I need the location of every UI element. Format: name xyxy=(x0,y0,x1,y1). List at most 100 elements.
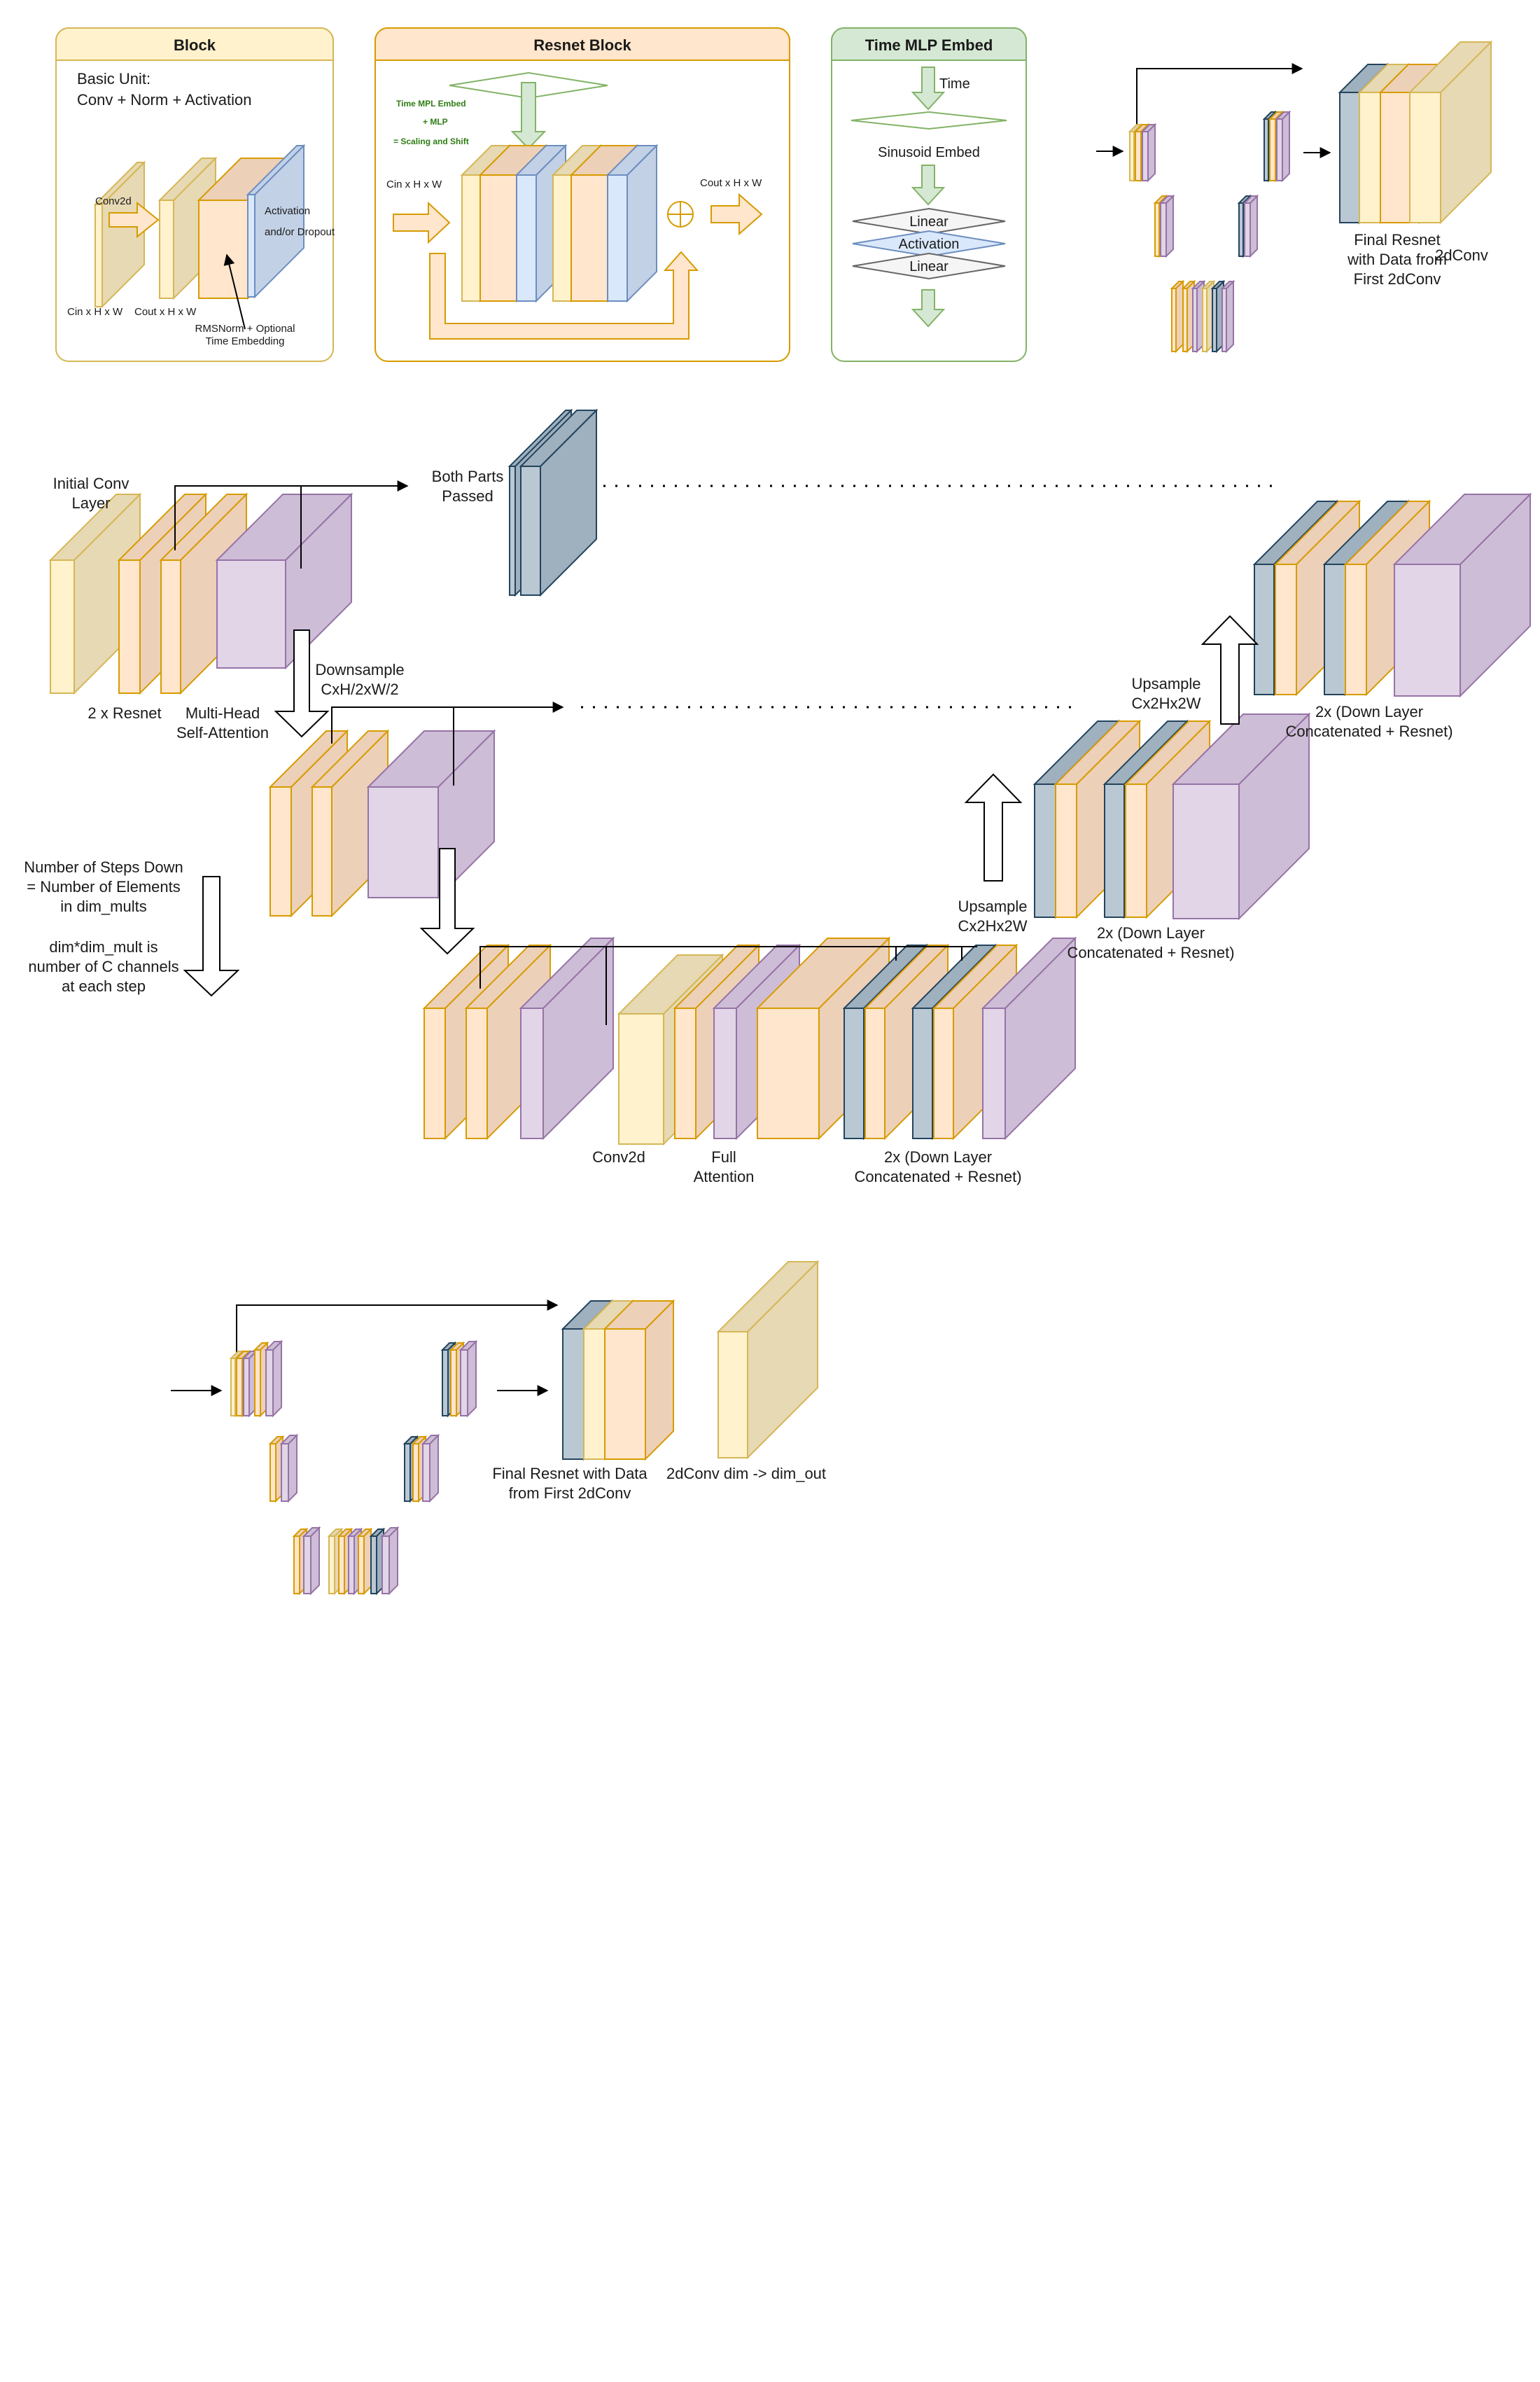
downsample-label: Downsample xyxy=(315,661,404,678)
mini-top-down1-attn xyxy=(1158,194,1175,258)
bottom-conv-out-label: 2dConv dim -> dim_out xyxy=(666,1465,826,1482)
full-attention-label-2: Attention xyxy=(694,1168,755,1185)
block-conv2d-label: Conv2d xyxy=(95,195,132,207)
bottom-final-resnet-c xyxy=(603,1299,676,1461)
sinusoid-down-arrow xyxy=(911,165,946,206)
up2-concat-label-2: Concatenated + Resnet) xyxy=(1285,723,1452,740)
downsample-dim-label: CxH/2xW/2 xyxy=(321,681,398,698)
upsample-arrow-1 xyxy=(964,773,1023,882)
skip-line-level1 xyxy=(174,480,409,550)
mini-top-2dconv xyxy=(1408,40,1493,225)
initial-conv-label-2: Layer xyxy=(71,494,110,512)
downsample-arrow-1 xyxy=(274,629,330,738)
resnet-block-panel: Resnet Block Time MPL Embed + MLP = Scal… xyxy=(374,27,790,362)
activation-label: Activation xyxy=(899,237,960,252)
downsample-arrow-2 xyxy=(419,848,475,955)
resnet-block2-act xyxy=(606,144,659,303)
sinusoid-label: Sinusoid Embed xyxy=(878,145,980,160)
bottleneck-attn xyxy=(519,936,615,1141)
rmsnorm-pointer-arrow xyxy=(223,253,246,330)
basic-unit-formula: Conv + Norm + Activation xyxy=(77,91,251,109)
mini-unet-overview-bottom: Final Resnet with Data from First 2dConv… xyxy=(171,1260,826,1596)
mini-final-resnet-line1: Final Resnet xyxy=(1354,231,1441,249)
resnet-count-label: 2 x Resnet xyxy=(88,704,161,722)
mini-bottom-bottleneck-8 xyxy=(380,1526,400,1596)
mini-final-resnet-line2: with Data from xyxy=(1347,251,1447,268)
mini-bottom-up1-attn xyxy=(421,1433,440,1503)
mini-bottom-init-attn-2 xyxy=(264,1339,284,1418)
mini-2dconv-label: 2dConv xyxy=(1435,246,1488,264)
block-dropout-label: and/or Dropout xyxy=(265,226,335,238)
bottom-final-resnet-label-2: from First 2dConv xyxy=(509,1484,631,1502)
time-output-arrow xyxy=(911,289,946,328)
steps-down-label-3: in dim_mults xyxy=(60,898,146,915)
block-rmsnorm-label: RMSNorm + Optional xyxy=(195,323,295,335)
both-parts-label-2: Passed xyxy=(442,487,493,505)
mha-label: Multi-Head xyxy=(186,704,260,722)
sinusoid-diamond xyxy=(850,111,1007,130)
upsample-top-dim-label: Cx2Hx2W xyxy=(1131,695,1200,712)
dim-mult-label-3: at each step xyxy=(62,977,146,995)
block-time-embed-label: Time Embedding xyxy=(206,335,285,347)
up1-attn xyxy=(1171,712,1311,921)
mini-top-bottleneck-6 xyxy=(1220,279,1236,354)
mini-top-up1-attn xyxy=(1242,194,1259,258)
bottleneck-conv2d-label: Conv2d xyxy=(592,1148,645,1166)
dim-mult-label-2: number of C channels xyxy=(28,958,178,975)
bottleneck-up-attn xyxy=(981,936,1077,1141)
unet-main: Initial Conv Layer 2 x Resnet Multi-Head… xyxy=(24,408,1532,1185)
skip-line-level2 xyxy=(331,702,564,744)
block-activation-layer xyxy=(246,144,306,299)
block-cin-label: Cin x H x W xyxy=(67,306,123,318)
time-input-arrow xyxy=(911,67,946,111)
block-cout-label: Cout x H x W xyxy=(134,306,197,318)
time-mlp-plus-label: + MLP xyxy=(423,117,448,127)
resnet-block-header: Resnet Block xyxy=(533,36,631,54)
mini-bottom-down1-attn xyxy=(279,1433,299,1503)
upsample-arrow-2 xyxy=(1200,615,1259,725)
block-activation-label: Activation xyxy=(265,205,310,217)
both-parts-label: Both Parts xyxy=(432,468,504,485)
mini-top-bottleneck-1 xyxy=(1170,279,1185,354)
scaling-shift-label: = Scaling and Shift xyxy=(393,137,469,146)
mha-layer xyxy=(215,492,354,670)
skip-connection-arrow xyxy=(429,251,699,340)
both-parts-layer-2 xyxy=(519,408,598,597)
mini-top-bottleneck-4 xyxy=(1200,279,1216,354)
initial-conv-label: Initial Conv xyxy=(53,475,130,492)
bottleneck-down-concat-label-2: Concatenated + Resnet) xyxy=(854,1168,1021,1185)
skip-line-level3 xyxy=(479,946,977,989)
up1-concat-label: 2x (Down Layer xyxy=(1097,924,1205,942)
mini-top-init-attn xyxy=(1140,123,1157,183)
bottom-final-resnet-label: Final Resnet with Data xyxy=(492,1465,648,1482)
time-mlp-header: Time MLP Embed xyxy=(865,36,993,54)
time-mlp-embed-panel: Time MLP Embed Time Sinusoid Embed Linea… xyxy=(831,27,1027,362)
upsample-dim-label: Cx2Hx2W xyxy=(958,917,1027,935)
steps-down-label: Number of Steps Down xyxy=(24,858,183,876)
full-attention-label: Full xyxy=(711,1148,736,1166)
resnet-cin-label: Cin x H x W xyxy=(386,179,442,190)
up2-concat-label: 2x (Down Layer xyxy=(1315,703,1423,720)
bottom-2dconv xyxy=(716,1260,820,1460)
activation-diamond xyxy=(852,230,1006,258)
mini-unet-overview-top: Final Resnet with Data from First 2dConv… xyxy=(1096,40,1493,354)
bottleneck-down-concat-label: 2x (Down Layer xyxy=(884,1148,992,1166)
up1-concat-label-2: Concatenated + Resnet) xyxy=(1067,944,1234,961)
steps-down-label-2: = Number of Elements xyxy=(27,878,180,896)
time-embed-arrow xyxy=(510,82,547,150)
linear1-diamond xyxy=(852,207,1006,235)
time-label: Time xyxy=(939,76,970,92)
block-input-arrow xyxy=(108,201,160,239)
time-mlp-label: Time MPL Embed xyxy=(396,99,466,109)
resnet-output-arrow xyxy=(710,193,763,236)
mini-top-up2-attn xyxy=(1275,110,1292,183)
mha-label-2: Self-Attention xyxy=(176,724,269,741)
linear2-label: Linear xyxy=(909,259,948,274)
mini-final-resnet-line3: First 2dConv xyxy=(1354,270,1441,288)
mini-bottom-bottleneck-2 xyxy=(302,1526,321,1596)
block-header: Block xyxy=(174,36,216,54)
mini-bottom-up2-attn xyxy=(458,1339,478,1418)
upsample-top-label: Upsample xyxy=(1131,675,1200,692)
dim-mult-label: dim*dim_mult is xyxy=(49,938,158,956)
